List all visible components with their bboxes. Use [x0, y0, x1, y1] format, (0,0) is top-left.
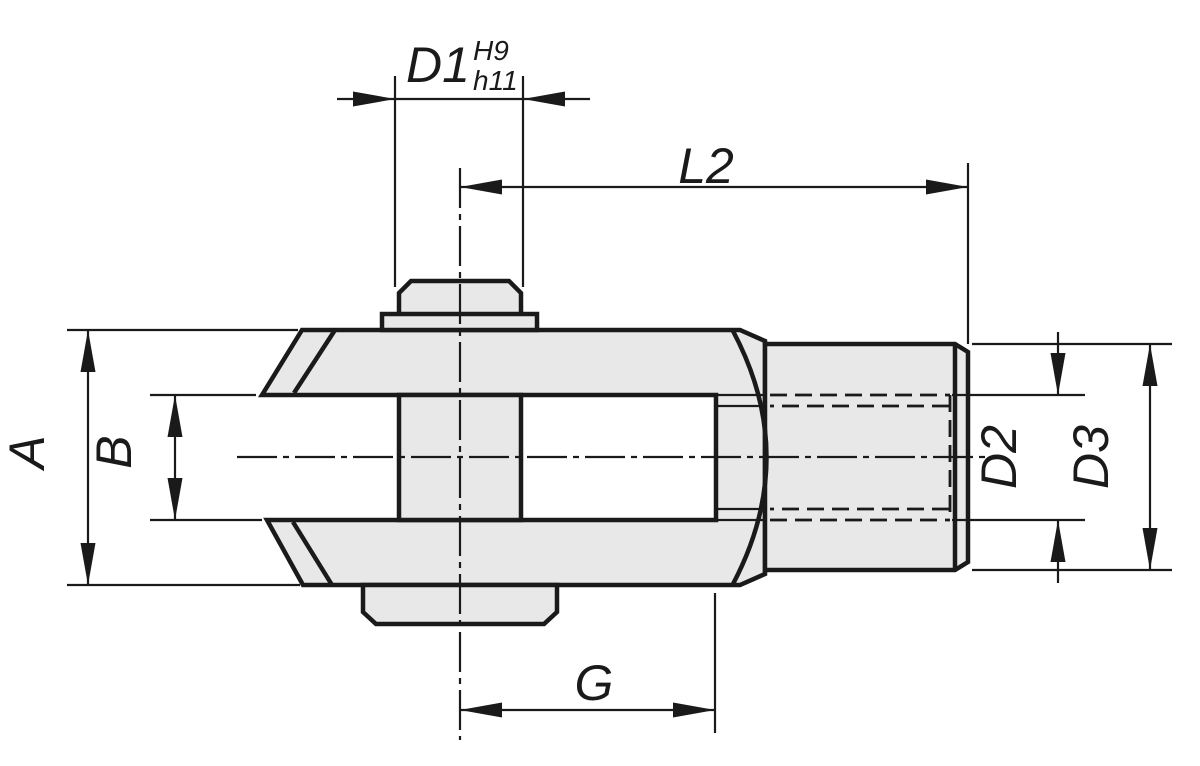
- dimension-a: A: [0, 328, 300, 587]
- arrowhead-down: [167, 478, 183, 520]
- arrowhead-up: [1142, 344, 1158, 386]
- dimension-label-d1: D1: [406, 37, 470, 93]
- arrowhead-down: [80, 543, 96, 585]
- arrowhead-right: [353, 91, 395, 107]
- arrowhead-up: [167, 395, 183, 437]
- dimension-label-b: B: [86, 435, 142, 468]
- arrowhead-down: [1142, 528, 1158, 570]
- hidden-thread-lines: [718, 393, 952, 522]
- dimension-d1: D1 H9 h11: [337, 35, 590, 287]
- arrowhead-left: [460, 702, 502, 718]
- dimension-tolerance-lower: h11: [473, 65, 518, 96]
- dimension-label-d2: D2: [971, 425, 1027, 489]
- dimension-label-d3: D3: [1063, 425, 1119, 489]
- arrowhead-up: [80, 330, 96, 372]
- jaw-bevel-edge-top: [292, 328, 337, 395]
- arrowhead-up: [1050, 520, 1066, 562]
- arrowhead-left: [523, 91, 565, 107]
- dimension-d2: D2: [952, 332, 1085, 583]
- arrowhead-down: [1050, 353, 1066, 395]
- dimension-l2: L2: [460, 138, 970, 344]
- dimension-label-a: A: [0, 435, 55, 471]
- dimension-label-l2: L2: [678, 138, 734, 194]
- dimension-tolerance-upper: H9: [473, 35, 509, 66]
- fork-body: [257, 327, 768, 588]
- dimension-d3: D3: [972, 342, 1172, 572]
- arrowhead-right: [926, 179, 968, 195]
- dimension-b: B: [86, 393, 262, 522]
- dimension-g: G: [460, 593, 717, 733]
- arrowhead-right: [673, 702, 715, 718]
- jaw-bevel-edge-bottom: [291, 520, 334, 587]
- centerlines: [237, 168, 1002, 740]
- dimension-label-g: G: [575, 655, 614, 711]
- arrowhead-left: [460, 179, 502, 195]
